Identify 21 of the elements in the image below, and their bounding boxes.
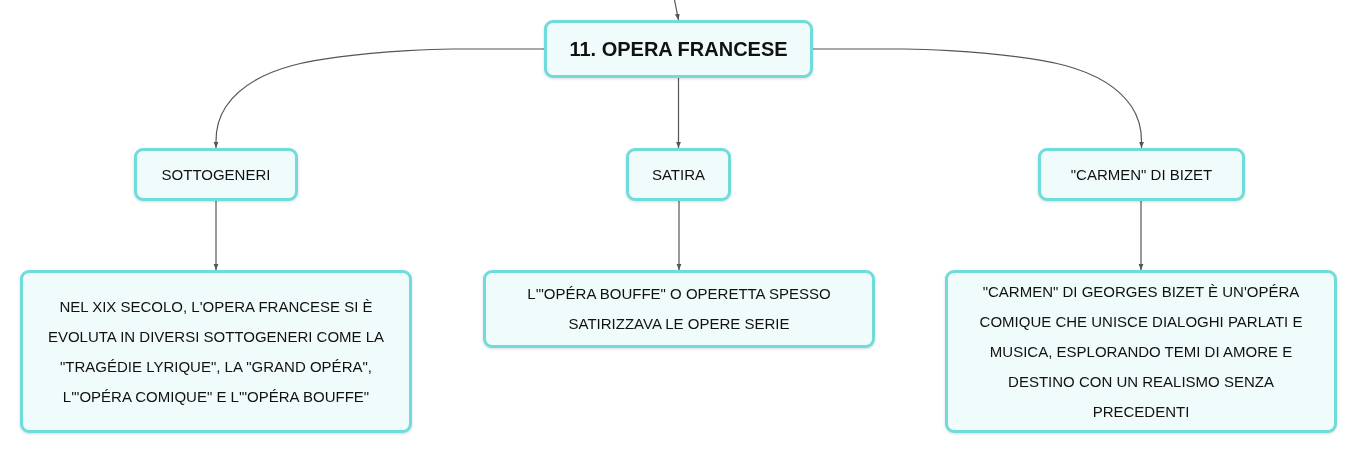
connector-arrow — [673, 0, 680, 21]
topic-box — [544, 20, 813, 78]
node-text: SOTTOGENERI — [161, 164, 271, 185]
description-box — [945, 270, 1337, 433]
subtopic-box — [134, 148, 298, 201]
connector-arrow — [812, 48, 1144, 149]
connector-arrow — [676, 200, 682, 271]
subtopic-box — [626, 148, 731, 201]
connector-arrow — [1138, 200, 1144, 271]
description-box — [483, 270, 875, 348]
node-text: NEL XIX SECOLO, L'OPERA FRANCESE SI È EVOLUTA IN DIVERSI SOTTOGENERI COME LA "TRAGÉDIE LYRIQUE", LA "GRAND OPÉRA", L'"OPÉRA COMIQUE" E L'"OPÉRA BOUFFE" — [46, 296, 386, 407]
connector-arrow — [213, 200, 219, 271]
description-box — [20, 270, 412, 433]
subtopic-box — [1038, 148, 1245, 201]
node-text: 11. OPERA FRANCESE — [569, 37, 788, 62]
node-text: SATIRA — [651, 164, 706, 185]
node-text: L'"OPÉRA BOUFFE" O OPERETTA SPESSO SATIRIZZAVA LE OPERE SERIE — [526, 284, 832, 334]
connector-arrow — [213, 48, 545, 149]
node-text: "CARMEN" DI GEORGES BIZET È UN'OPÉRA COMIQUE CHE UNISCE DIALOGHI PARLATI E MUSICA, ESPLORANDO TEMI DI AMORE E DESTINO CON UN REALISMO SENZA PRECEDENTI — [978, 281, 1304, 422]
node-text: "CARMEN" DI BIZET — [1070, 164, 1213, 185]
connector-arrow — [676, 77, 681, 149]
